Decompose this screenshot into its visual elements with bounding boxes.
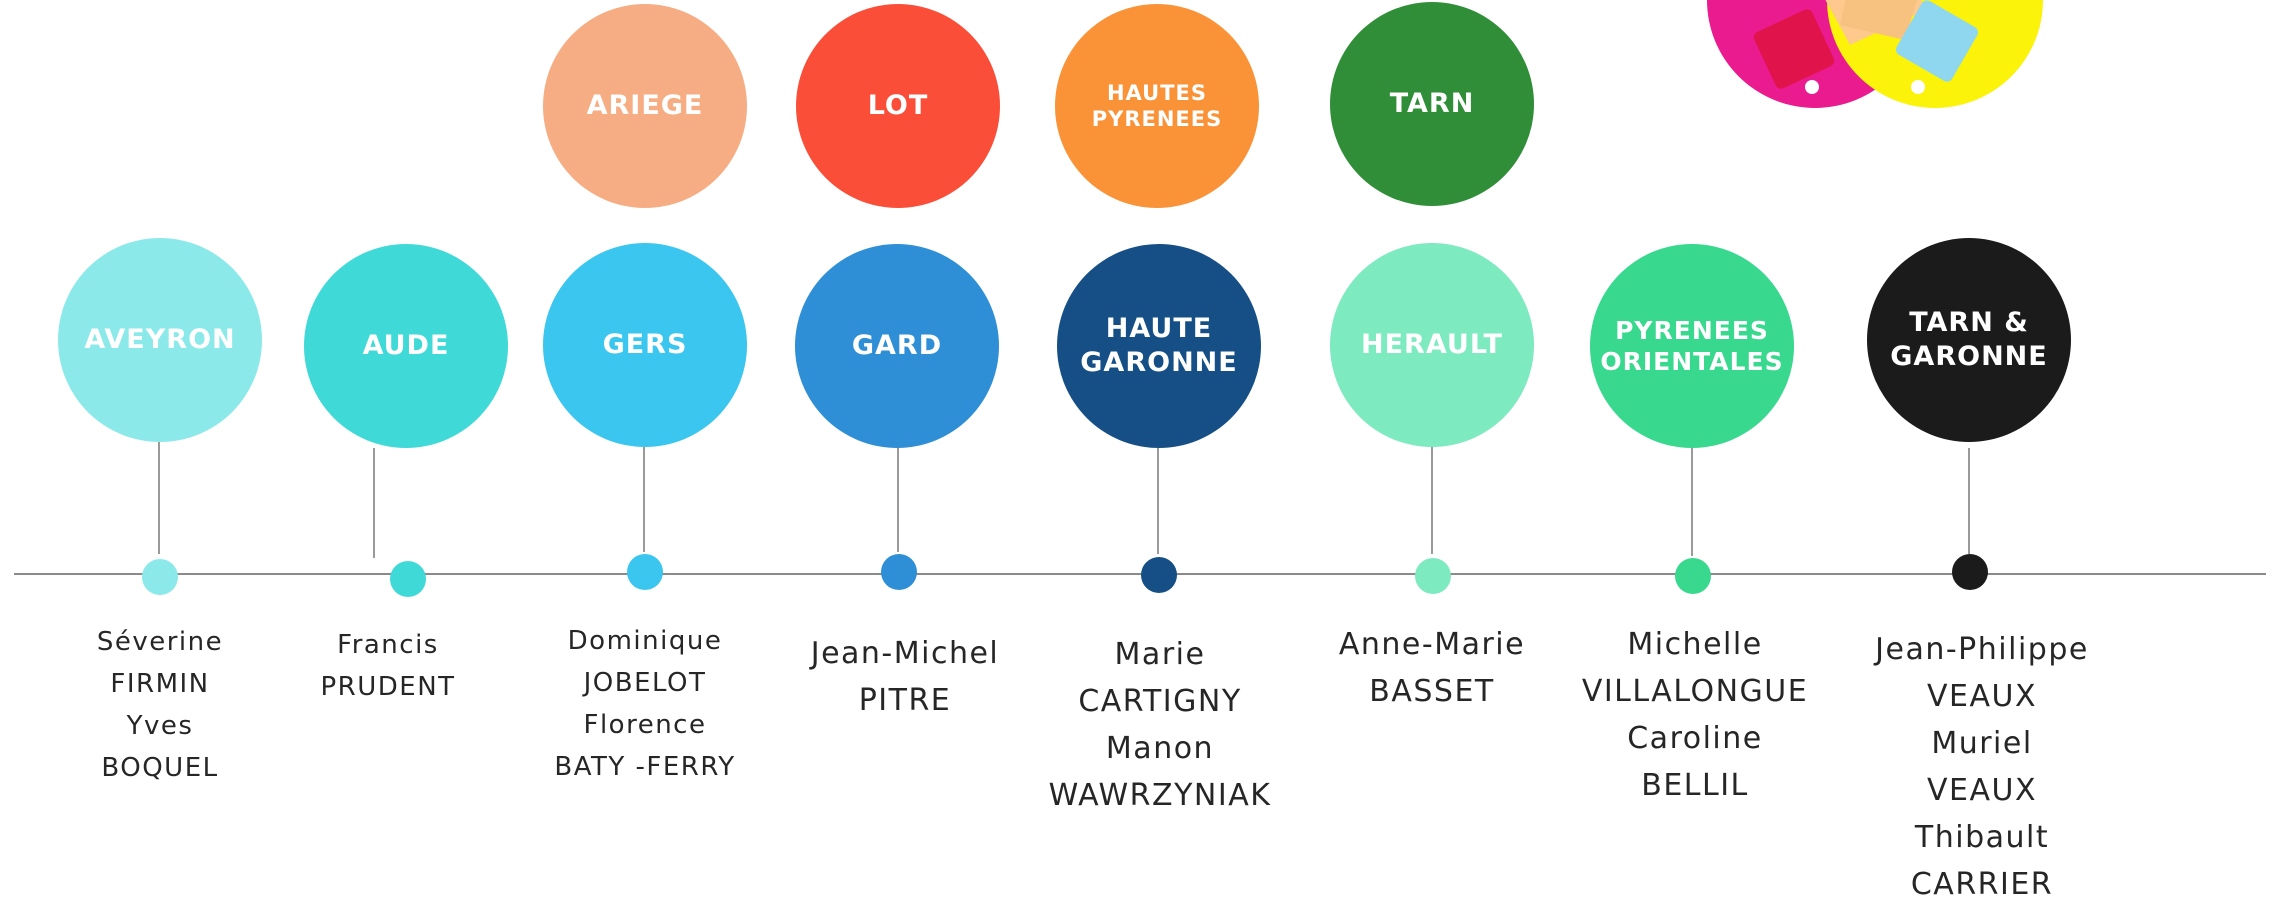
person-name: Muriel xyxy=(1931,726,2033,761)
pyrenees-orientales-circle: PYRENEES ORIENTALES xyxy=(1590,244,1794,448)
herault-names: Anne-Marie BASSET xyxy=(1292,621,1572,715)
tarn-garonne-label-line1: TARN & xyxy=(1909,307,2029,339)
haute-garonne-label-line1: HAUTE xyxy=(1105,313,1213,345)
timeline-axis xyxy=(14,573,2266,575)
aveyron-dot xyxy=(142,559,178,595)
person-name: Marie xyxy=(1114,637,1206,672)
person-name: VEAUX xyxy=(1926,679,2037,714)
hautes-pyrenees-label-line1: HAUTES xyxy=(1106,80,1207,105)
gers-circle: GERS xyxy=(543,243,747,447)
gers-stem xyxy=(643,442,645,552)
pyrenees-orientales-stem xyxy=(1691,448,1693,556)
person-name: BATY -FERRY xyxy=(554,752,736,782)
ariege-label: ARIEGE xyxy=(586,90,704,122)
ariege-circle: ARIEGE xyxy=(543,4,747,208)
haute-garonne-dot xyxy=(1141,557,1177,593)
gard-dot xyxy=(881,554,917,590)
person-name: CARRIER xyxy=(1910,867,2054,902)
gers-dot xyxy=(627,554,663,590)
aude-names: Francis PRUDENT xyxy=(268,624,508,708)
person-name: PITRE xyxy=(858,683,952,718)
pyrenees-orientales-names: Michelle VILLALONGUE Caroline BELLIL xyxy=(1545,621,1845,809)
person-name: FIRMIN xyxy=(110,669,210,699)
person-name: JOBELOT xyxy=(583,668,707,698)
person-name: Michelle xyxy=(1627,627,1763,662)
person-name: VEAUX xyxy=(1926,773,2037,808)
gers-names: Dominique JOBELOT Florence BATY -FERRY xyxy=(510,620,780,788)
person-name: BASSET xyxy=(1369,674,1495,709)
person-name: Florence xyxy=(583,710,707,740)
tarn-garonne-circle: TARN & GARONNE xyxy=(1867,238,2071,442)
gard-label: GARD xyxy=(851,330,943,362)
person-name: Dominique xyxy=(567,626,723,656)
person-name: CARTIGNY xyxy=(1078,684,1242,719)
person-name: Jean-Philippe xyxy=(1875,632,2089,667)
aude-dot xyxy=(390,561,426,597)
aude-circle: AUDE xyxy=(304,244,508,448)
herault-dot xyxy=(1415,558,1451,594)
gard-names: Jean-Michel PITRE xyxy=(765,630,1045,724)
gard-stem xyxy=(897,448,899,552)
hautes-pyrenees-circle: HAUTES PYRENEES xyxy=(1055,4,1259,208)
aveyron-circle: AVEYRON xyxy=(58,238,262,442)
tarn-garonne-label-line2: GARONNE xyxy=(1890,341,2048,372)
tarn-label: TARN xyxy=(1389,88,1475,120)
haute-garonne-names: Marie CARTIGNY Manon WAWRZYNIAK xyxy=(1015,631,1305,819)
person-name: Manon xyxy=(1105,731,1215,766)
gers-label: GERS xyxy=(602,329,688,361)
person-name: VILLALONGUE xyxy=(1581,674,1809,709)
aude-stem xyxy=(373,448,375,558)
haute-garonne-circle: HAUTE GARONNE xyxy=(1057,244,1261,448)
person-name: Thibault xyxy=(1914,820,2050,855)
pyrenees-orientales-label-line2: ORIENTALES xyxy=(1600,347,1784,376)
aveyron-names: Séverine FIRMIN Yves BOQUEL xyxy=(40,621,280,789)
herault-circle: HERAULT xyxy=(1330,243,1534,447)
person-name: BOQUEL xyxy=(101,753,219,783)
pyrenees-orientales-label-line1: PYRENEES xyxy=(1615,315,1769,345)
lot-circle: LOT xyxy=(796,4,1000,208)
person-name: Caroline xyxy=(1627,721,1763,756)
herault-label: HERAULT xyxy=(1361,329,1503,361)
person-name: Yves xyxy=(126,711,194,741)
herault-stem xyxy=(1431,445,1433,554)
aveyron-stem xyxy=(158,442,160,554)
aude-label: AUDE xyxy=(362,330,450,362)
gard-circle: GARD xyxy=(795,244,999,448)
person-name: Jean-Michel xyxy=(810,636,1000,671)
haute-garonne-label-line2: GARONNE xyxy=(1080,347,1238,378)
tarn-garonne-names: Jean-Philippe VEAUX Muriel VEAUX Thibaul… xyxy=(1832,626,2132,908)
person-name: Francis xyxy=(337,630,439,660)
hautes-pyrenees-label-line2: PYRENEES xyxy=(1091,107,1223,131)
tarn-garonne-stem xyxy=(1968,448,1970,554)
tarn-circle: TARN xyxy=(1330,2,1534,206)
aveyron-label: AVEYRON xyxy=(84,324,236,356)
lot-label: LOT xyxy=(867,90,929,122)
pyrenees-orientales-dot xyxy=(1675,558,1711,594)
person-name: Anne-Marie xyxy=(1338,627,1526,662)
haute-garonne-stem xyxy=(1157,448,1159,554)
tarn-garonne-dot xyxy=(1952,554,1988,590)
person-name: PRUDENT xyxy=(320,672,456,702)
person-name: WAWRZYNIAK xyxy=(1048,778,1272,813)
person-name: BELLIL xyxy=(1641,768,1749,803)
handshake-logo-icon xyxy=(1707,0,2043,108)
person-name: Séverine xyxy=(96,627,224,657)
